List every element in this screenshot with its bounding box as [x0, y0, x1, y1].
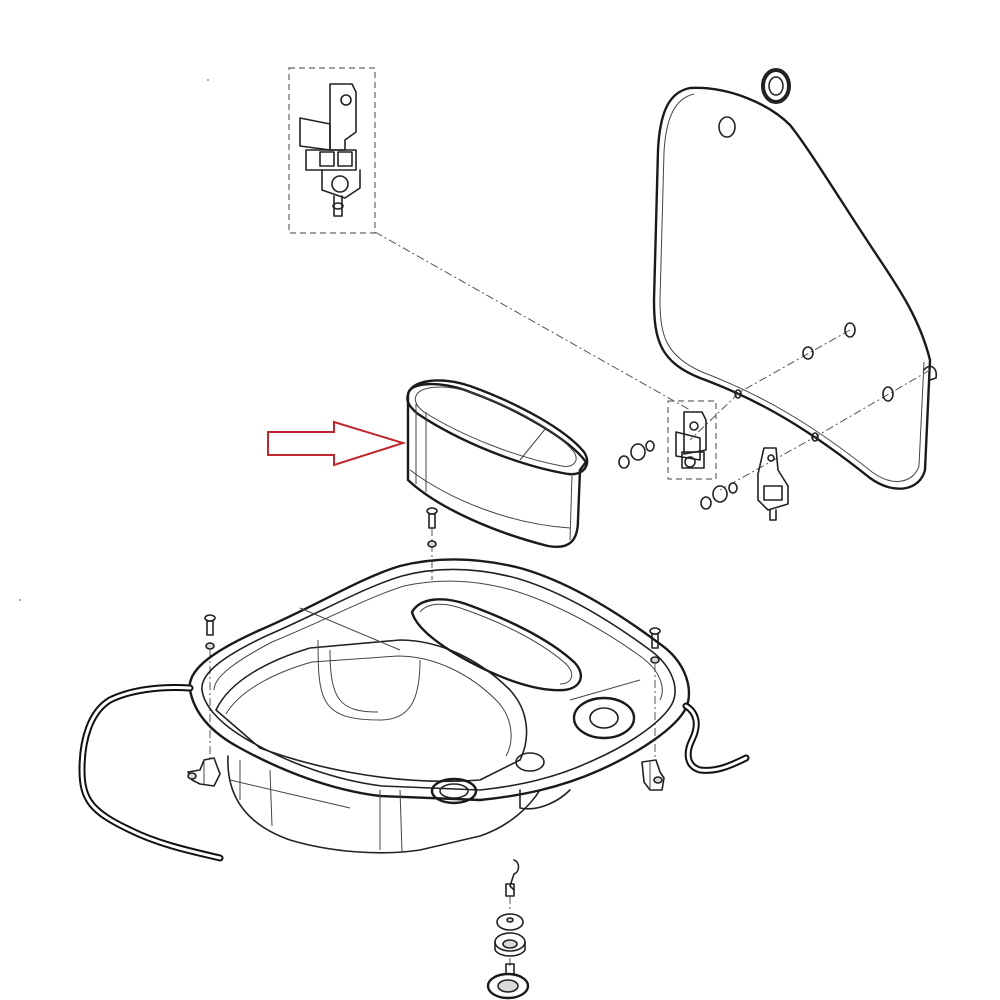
clip-left: [187, 757, 221, 787]
drain-plug-assembly: [486, 859, 530, 1000]
mounting-screws: [204, 507, 661, 760]
corner-sink-basin: [188, 558, 691, 854]
lid-grommet: [761, 68, 791, 104]
waste-insert-bin: [406, 379, 589, 549]
stray-mark: [19, 599, 21, 601]
highlight-arrow: [267, 420, 407, 467]
clip-right: [641, 759, 665, 791]
screw-right: [649, 627, 661, 760]
lid-hinge-assembly: [618, 400, 789, 521]
stray-mark: [207, 79, 209, 81]
screw-left: [204, 614, 216, 760]
screw-top: [426, 507, 438, 580]
hinge-bracket-detail: [288, 67, 691, 411]
edge-seal-strip: [78, 684, 750, 862]
mounting-clips: [187, 757, 665, 791]
